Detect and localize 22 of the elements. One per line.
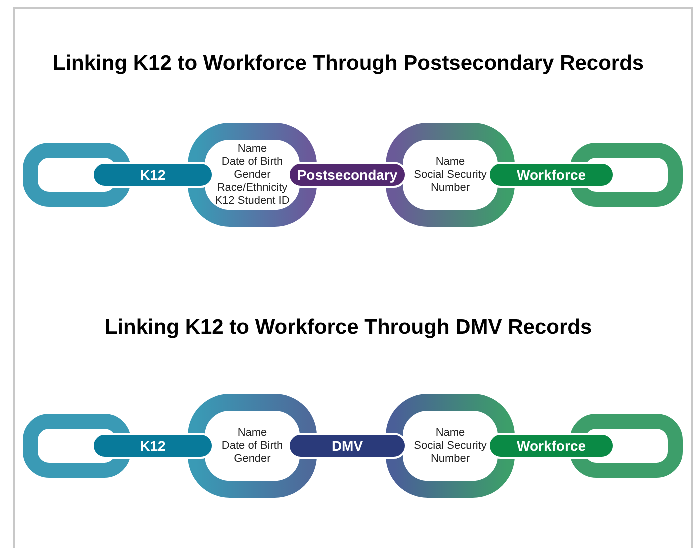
link-text: Date of Birth bbox=[222, 440, 284, 452]
link-text: Name bbox=[436, 156, 466, 168]
label-pill: Workforce bbox=[488, 162, 615, 188]
label-pill: Workforce bbox=[488, 433, 615, 459]
link-text: Name bbox=[436, 426, 466, 440]
chain-link bbox=[23, 143, 131, 207]
link-text: Gender bbox=[234, 452, 271, 466]
label-pill: K12 bbox=[92, 433, 214, 459]
link-text: Race/Ethnicity bbox=[217, 182, 288, 194]
link-text: Social Security Number bbox=[413, 440, 488, 466]
link-text: K12 Student ID bbox=[215, 194, 290, 208]
label-pill: K12 bbox=[92, 162, 214, 188]
link-text: Gender bbox=[234, 168, 271, 182]
title: Linking K12 to Workforce Through Postsecondary Records bbox=[52, 51, 644, 77]
link-text: Date of Birth bbox=[222, 156, 284, 168]
link-text: Name bbox=[238, 142, 268, 156]
link-text: Name bbox=[238, 426, 268, 440]
link-text: Social Security Number bbox=[413, 168, 488, 194]
chain-link bbox=[23, 414, 131, 478]
title: Linking K12 to Workforce Through DMV Records bbox=[104, 315, 592, 341]
label-pill: DMV bbox=[288, 433, 407, 459]
label-pill: Postsecondary bbox=[288, 162, 407, 188]
